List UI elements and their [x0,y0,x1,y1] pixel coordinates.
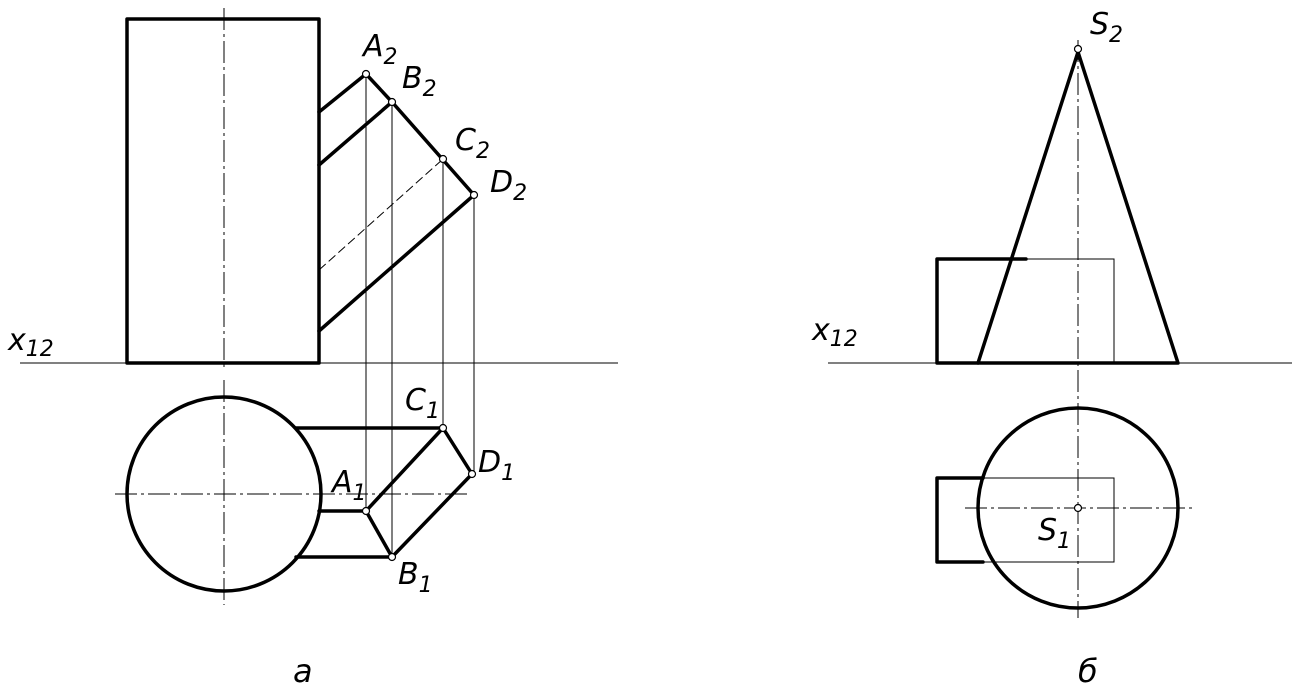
caption-a: а [293,652,313,690]
label-s2: S2 [1090,7,1123,48]
point-a1-marker [361,506,371,516]
point-a2-marker [361,69,371,79]
label-a1: A1 [330,465,367,506]
axis-label-a: x12 [7,323,54,362]
point-d2-marker [469,190,479,200]
point-b1-marker [387,552,397,562]
label-c1: C1 [405,383,440,424]
label-b1: B1 [398,557,433,598]
cylinder-front-view [125,17,321,365]
projection-link-lines-a [365,74,475,557]
point-b2-marker [387,97,397,107]
point-c2-marker [438,154,448,164]
box-top-view [935,476,1115,564]
label-d2: D2 [490,165,527,206]
caption-b: б [1078,652,1098,690]
label-s1: S1 [1038,513,1071,554]
label-d1: D1 [478,445,515,486]
point-d1-marker [467,469,477,479]
label-a2: A2 [361,29,398,70]
label-c2: C2 [455,123,490,164]
panel-b: x12 S2 S1 б [811,7,1292,690]
prism-front-view [317,72,476,333]
point-s1-marker [1073,503,1083,513]
axis-label-b: x12 [811,313,858,352]
label-b2: B2 [402,61,437,102]
point-s2-marker [1073,44,1083,54]
point-c1-marker [438,423,448,433]
box-front-view [935,257,1115,365]
prism-top-view [294,426,474,559]
panel-a: x12 A2 B2 C2 D2 C1 D1 A1 B1 а [7,8,618,690]
